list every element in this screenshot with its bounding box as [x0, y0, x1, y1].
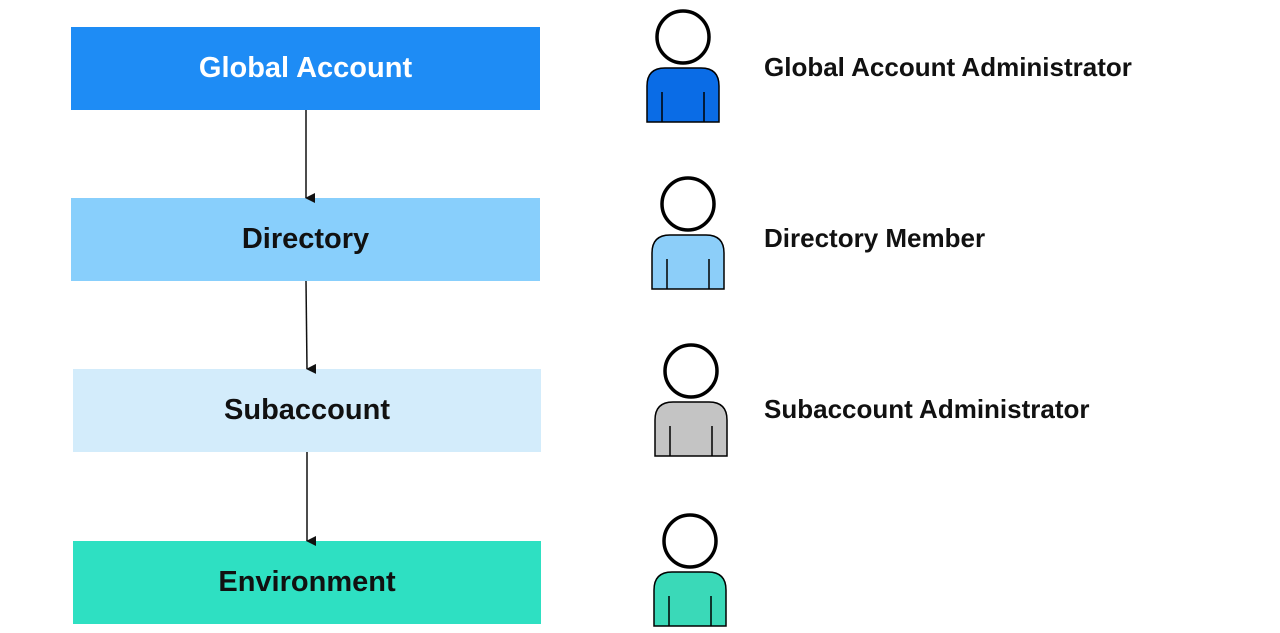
- user-icon: [646, 9, 720, 123]
- role-label-directory-member: Directory Member: [764, 223, 986, 253]
- user-icon-head: [662, 513, 718, 569]
- level-box-global-account: Global Account: [71, 27, 540, 110]
- user-icon-head: [655, 9, 711, 65]
- user-icon-body: [646, 67, 720, 123]
- role-label-subaccount-administrator: Subaccount Administrator: [764, 394, 1090, 424]
- user-icon-body: [651, 234, 725, 290]
- level-label-global-account: Global Account: [198, 52, 413, 84]
- user-icon: [651, 176, 725, 290]
- user-icon-head: [660, 176, 716, 232]
- level-box-environment: Environment: [73, 541, 541, 624]
- user-icon-head: [663, 343, 719, 399]
- user-icon: [653, 513, 727, 627]
- arrow-directory-to-subaccount: [305, 280, 317, 374]
- user-icon: [654, 343, 728, 457]
- level-label-directory: Directory: [241, 223, 370, 255]
- level-label-subaccount: Subaccount: [224, 394, 390, 426]
- user-icon-body: [654, 401, 728, 457]
- role-label-global-account-administrator: Global Account Administrator: [764, 52, 1132, 82]
- user-icon-body: [653, 571, 727, 627]
- level-box-directory: Directory: [71, 198, 540, 281]
- level-box-subaccount: Subaccount: [73, 369, 541, 452]
- level-label-environment: Environment: [218, 566, 396, 598]
